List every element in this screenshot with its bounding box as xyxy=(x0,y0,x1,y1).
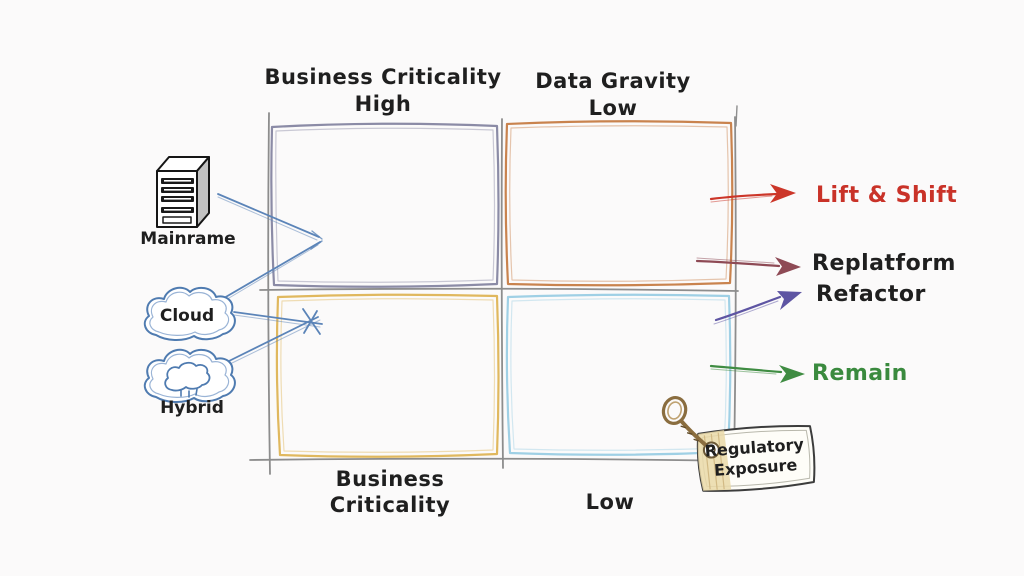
hybrid-cloud-icon xyxy=(143,348,236,403)
tag-label: Regulatory Exposure xyxy=(704,434,805,480)
axis-label-business-criticality-high: Business Criticality High xyxy=(264,65,502,116)
source-connector-lines xyxy=(217,193,323,365)
quadrant-bottom-right-frame xyxy=(505,293,732,456)
replatform-arrow xyxy=(695,257,801,276)
quadrant-bottom-left-frame xyxy=(275,293,500,458)
arrowhead xyxy=(775,257,801,276)
quadrant-top-right-frame xyxy=(504,120,734,287)
axis-label-data-gravity-low: Data Gravity Low xyxy=(535,69,691,120)
arrowhead xyxy=(777,291,802,310)
remain-arrow xyxy=(709,364,805,383)
mainframe-label: Mainrame xyxy=(140,229,236,249)
hybrid-label: Hybrid xyxy=(160,398,224,418)
axis-label-business-criticality-bottom: Business Criticality xyxy=(329,467,451,517)
arrowhead xyxy=(779,365,805,383)
axis-lines xyxy=(249,105,744,475)
refactor-arrow xyxy=(713,291,802,325)
axis-label-low-bottom: Low xyxy=(585,490,635,514)
lift-shift-label: Lift & Shift xyxy=(816,183,958,208)
refactor-label: Refactor xyxy=(816,282,926,307)
remain-label: Remain xyxy=(812,361,908,386)
tag-string xyxy=(679,419,708,447)
lift-shift-arrow xyxy=(709,184,796,203)
cloud-icon xyxy=(143,286,236,341)
quadrant-top-left-frame xyxy=(270,122,500,288)
arrowhead xyxy=(770,184,796,203)
tag-eyelet xyxy=(702,441,720,459)
cloud-label: Cloud xyxy=(159,306,215,326)
mainframe-server-icon xyxy=(156,156,210,228)
regulatory-exposure-tag xyxy=(661,396,816,492)
replatform-label: Replatform xyxy=(812,251,956,276)
